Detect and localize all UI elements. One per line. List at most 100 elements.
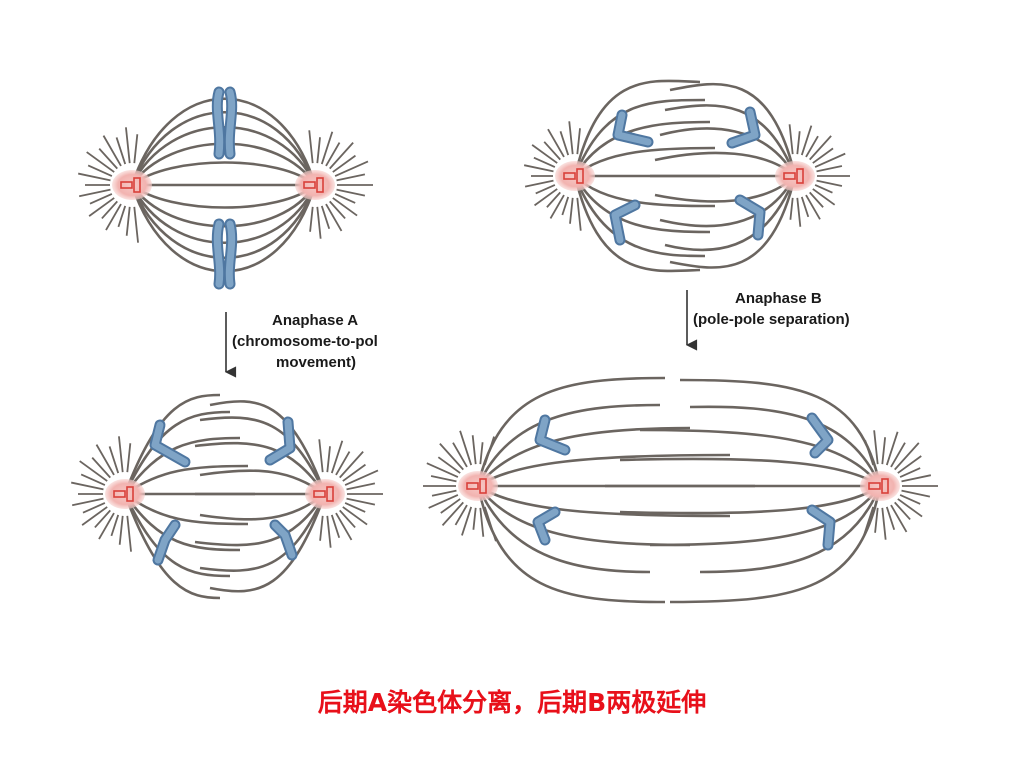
centriole — [576, 168, 584, 184]
astral-ray — [125, 127, 131, 164]
astral-rays-left-pole — [71, 436, 132, 552]
astral-ray — [569, 197, 574, 224]
astral-ray — [126, 515, 132, 552]
astral-ray — [479, 442, 484, 465]
centrosome — [295, 170, 335, 200]
astral-ray — [86, 151, 115, 173]
astral-ray — [523, 164, 554, 173]
anaphase-b-title: Anaphase B — [735, 290, 822, 307]
astral-ray — [568, 121, 574, 155]
astral-ray — [102, 135, 122, 167]
astral-ray — [339, 451, 364, 479]
centriole — [479, 478, 487, 494]
astral-ray — [78, 188, 111, 198]
astral-ray — [430, 475, 457, 483]
astral-ray — [788, 124, 794, 155]
astral-rays-right-pole — [318, 439, 383, 548]
centriole — [120, 181, 133, 189]
astral-ray — [531, 144, 558, 164]
astral-ray — [126, 443, 132, 473]
astral-ray — [98, 512, 115, 540]
astral-ray — [890, 504, 908, 533]
astral-ray — [897, 455, 922, 474]
astral-ray — [82, 502, 106, 514]
astral-ray — [329, 142, 354, 170]
astral-ray — [885, 506, 896, 531]
panel-metaphase — [78, 86, 373, 290]
astral-ray — [320, 131, 334, 165]
astral-ray — [534, 188, 558, 207]
chromatid-v-right-top — [264, 416, 296, 466]
astral-ray — [81, 506, 108, 526]
astral-ray — [805, 135, 819, 158]
astral-ray — [479, 507, 485, 537]
chromatid-v-right-top — [726, 106, 761, 149]
astral-ray — [101, 200, 118, 220]
astral-ray — [94, 509, 111, 529]
astral-ray — [118, 436, 124, 473]
astral-ray — [71, 497, 104, 507]
centriole — [563, 172, 576, 180]
astral-ray — [533, 156, 556, 168]
chromatid-v-right-bottom — [806, 504, 836, 551]
chromatid-v-left-top — [612, 109, 654, 148]
astral-ray — [524, 179, 554, 188]
astral-ray — [308, 130, 314, 164]
astral-ray — [87, 164, 113, 177]
panel-anaphase-a — [71, 393, 383, 600]
astral-ray — [426, 462, 459, 478]
astral-ray — [325, 142, 341, 167]
chromatid-v-left-bottom — [152, 519, 181, 566]
astral-ray — [89, 193, 113, 205]
astral-ray — [901, 474, 932, 483]
astral-ray — [332, 197, 358, 217]
astral-ray — [559, 131, 570, 156]
chromatid-v-left-bottom — [609, 199, 641, 246]
astral-ray — [809, 191, 824, 208]
astral-ray — [117, 205, 127, 228]
astral-ray — [441, 501, 464, 526]
astral-ray — [71, 481, 104, 491]
astral-ray — [454, 504, 468, 526]
astral-ray — [108, 446, 120, 474]
spindle-fibers — [476, 376, 882, 604]
astral-ray — [330, 440, 344, 474]
astral-ray — [133, 134, 139, 164]
chromatid-v-left-top — [534, 414, 571, 456]
centriole — [783, 172, 796, 180]
astral-ray — [800, 196, 810, 218]
astral-ray — [431, 489, 457, 497]
astral-ray — [329, 200, 346, 220]
centrosome — [775, 161, 815, 191]
centriole — [881, 478, 889, 494]
centriole — [313, 490, 326, 498]
astral-ray — [316, 137, 321, 164]
astral-ray — [459, 430, 473, 466]
centrosome — [860, 471, 900, 501]
astral-ray — [336, 173, 366, 182]
astral-ray — [318, 439, 324, 473]
astral-ray — [133, 206, 139, 243]
centriole — [126, 486, 134, 502]
astral-ray — [452, 442, 468, 468]
astral-ray — [105, 203, 122, 231]
anaphase-a-desc-line2: movement) — [276, 354, 357, 371]
astral-rays-left-pole — [78, 127, 139, 243]
astral-ray — [320, 205, 331, 230]
centriole — [868, 482, 881, 490]
astral-ray — [344, 469, 379, 486]
astral-ray — [334, 160, 369, 177]
astral-ray — [899, 467, 921, 478]
astral-ray — [812, 188, 836, 206]
astral-ray — [814, 152, 846, 168]
astral-ray — [535, 184, 556, 195]
astral-ray — [812, 147, 834, 164]
centrosome — [105, 479, 145, 509]
astral-ray — [472, 507, 477, 530]
chromatid-v-left-top — [149, 419, 191, 468]
astral-ray — [335, 451, 351, 476]
chromatid-v-right-bottom — [269, 519, 298, 561]
astral-ray — [789, 197, 794, 220]
centrosome — [458, 471, 498, 501]
